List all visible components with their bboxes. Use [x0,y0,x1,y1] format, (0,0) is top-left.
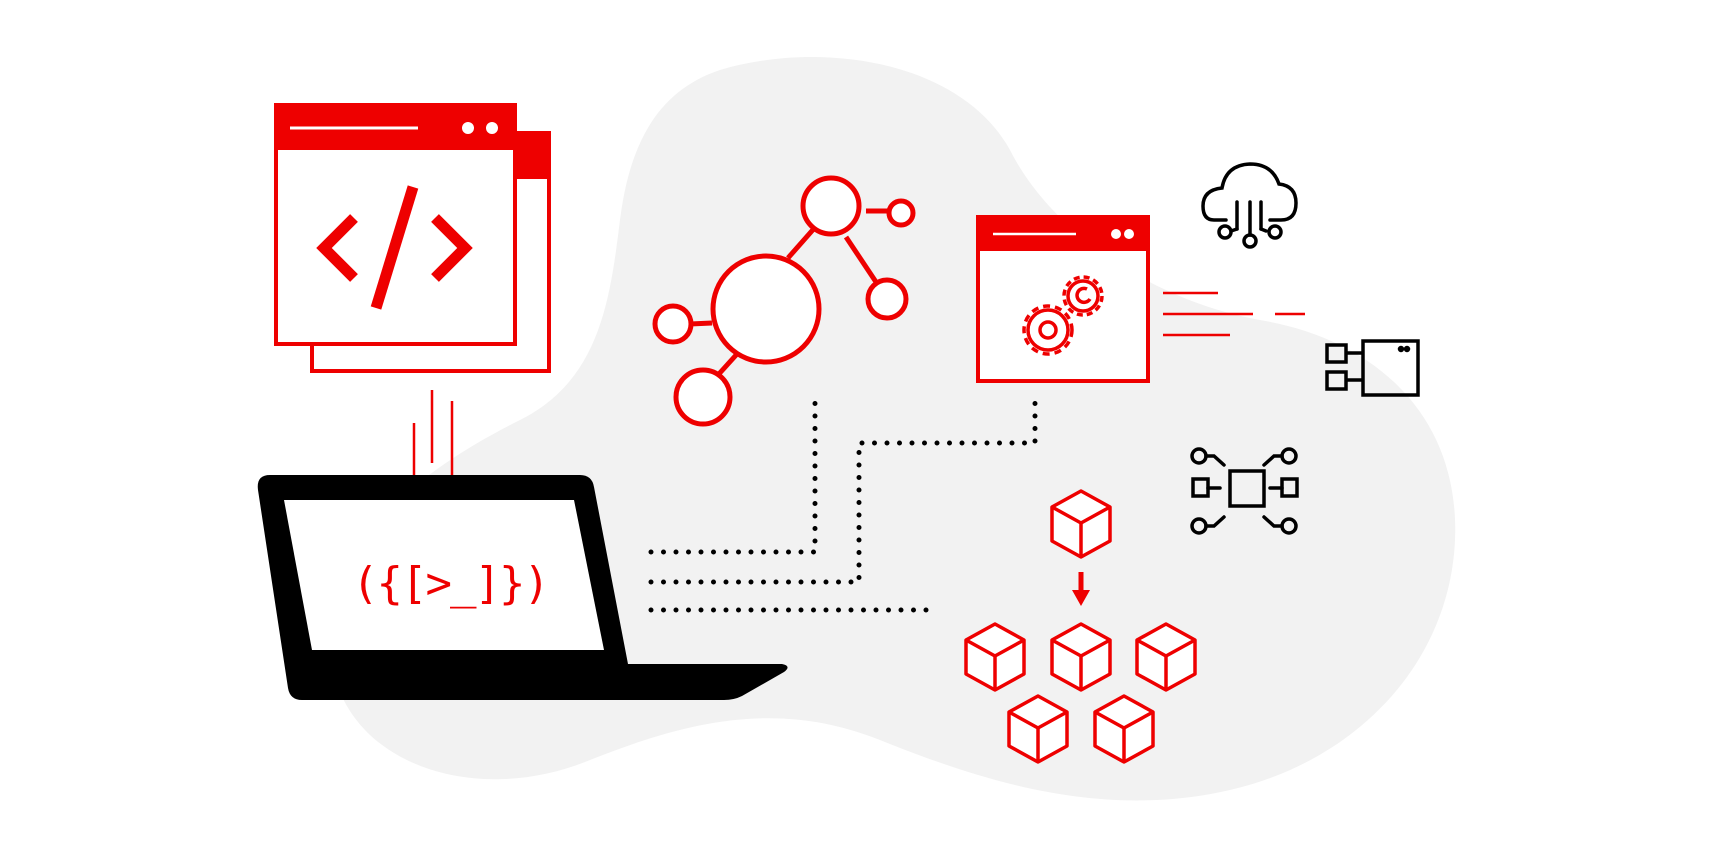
cloud-circuit-icon [1201,162,1298,249]
code-window-icon [274,103,551,373]
settings-window-icon [976,215,1150,383]
gears-icon [1022,275,1104,356]
laptop-terminal-icon: ({[>_]}) [257,475,788,700]
speed-lines [1163,291,1305,337]
hub-connector-icon [1190,447,1299,535]
component-module-icon [1325,339,1420,397]
dotted-connectors [648,388,1038,613]
container-cube-icon [1050,489,1112,559]
code-brackets-icon [316,185,473,310]
terminal-prompt: ({[>_]}) [352,558,548,609]
network-nodes-icon [652,175,916,427]
arrow-down-icon [1072,572,1090,606]
